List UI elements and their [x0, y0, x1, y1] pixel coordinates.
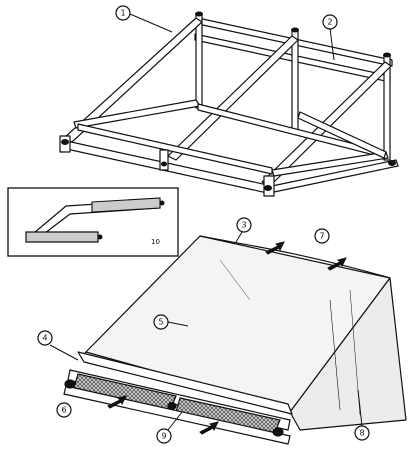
- svg-text:9: 9: [161, 432, 166, 441]
- svg-text:3: 3: [241, 221, 246, 230]
- svg-text:7: 7: [319, 232, 324, 241]
- callout-1: 1: [115, 5, 173, 33]
- callout-6: 6: [56, 402, 72, 418]
- inset-detail: 10: [7, 187, 179, 257]
- callout-4: 4: [37, 330, 79, 361]
- covered-unit: [77, 235, 407, 431]
- svg-text:4: 4: [42, 334, 47, 343]
- frame-joints: [61, 11, 396, 191]
- callout-7: 7: [314, 228, 330, 244]
- svg-text:8: 8: [359, 429, 364, 438]
- callout-9: 9: [156, 411, 183, 444]
- svg-text:1: 1: [120, 9, 125, 18]
- direction-arrows: [107, 241, 347, 435]
- callout-5: 5: [153, 314, 169, 330]
- callout-3: 3: [235, 217, 252, 243]
- tube-frame: [59, 13, 399, 197]
- svg-text:6: 6: [61, 406, 66, 415]
- svg-text:2: 2: [327, 18, 332, 27]
- callout-2: 2: [322, 14, 338, 61]
- inset-label: 10: [151, 238, 160, 246]
- svg-text:5: 5: [158, 318, 163, 327]
- callout-8: 8: [354, 389, 370, 441]
